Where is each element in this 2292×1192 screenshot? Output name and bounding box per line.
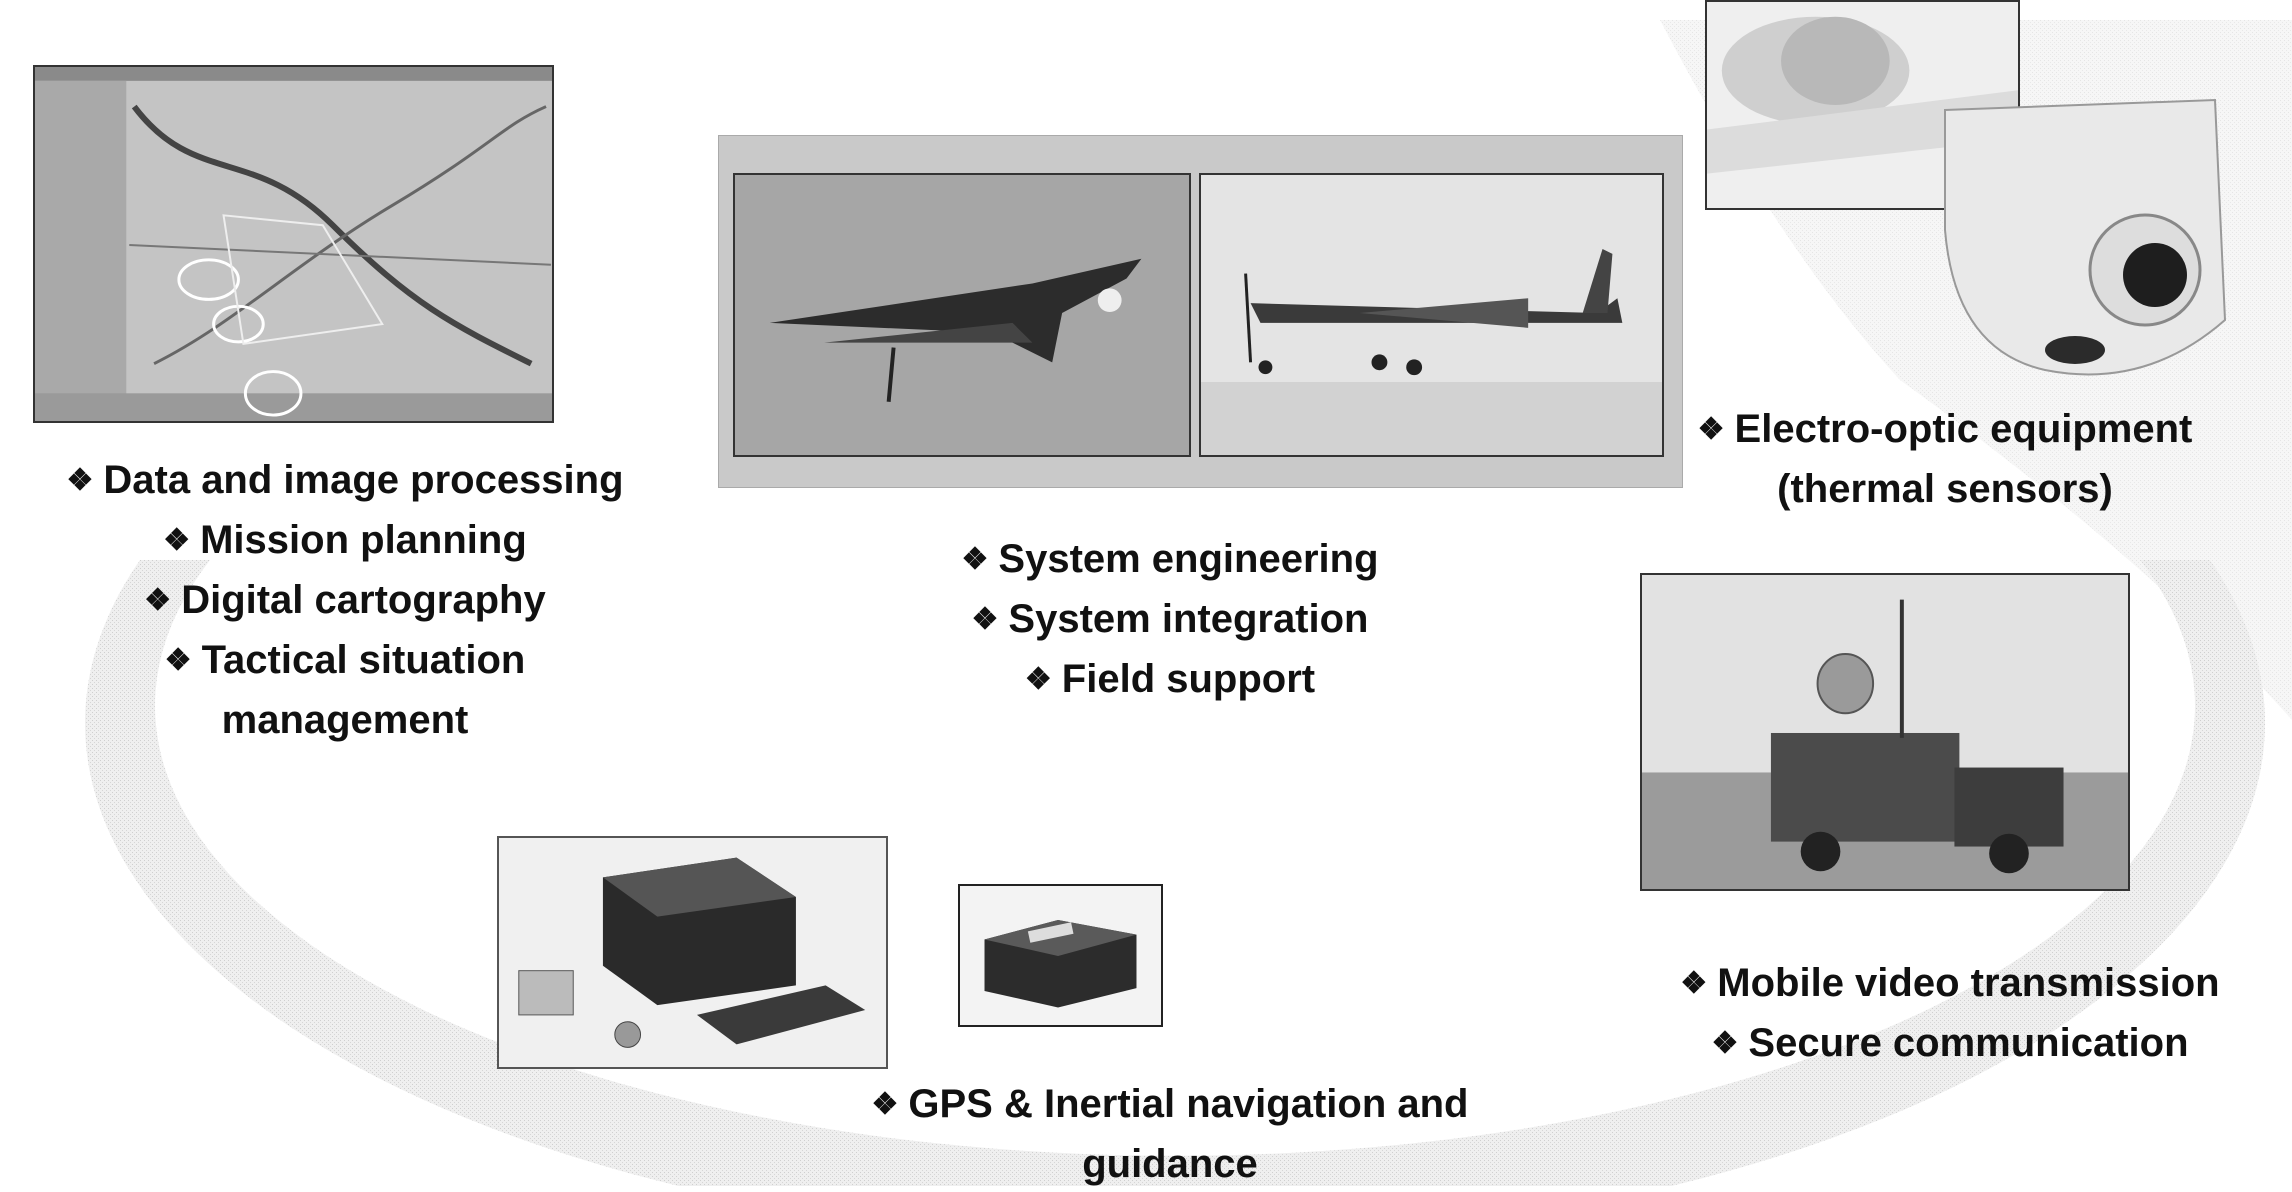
caption-line: ❖Field support [1024, 657, 1316, 701]
caption-line: ❖System engineering [961, 537, 1379, 581]
mobile-caption: ❖Mobile video transmission ❖Secure commu… [1640, 955, 2260, 1075]
caption-line: ❖Tactical situation [164, 638, 526, 682]
navigation-units-image [497, 836, 888, 1069]
engineering-caption: ❖System engineering ❖System integration … [860, 531, 1480, 711]
bullet-icon: ❖ [961, 543, 989, 576]
bullet-icon: ❖ [1680, 967, 1708, 1000]
electro-optic-turret-image [1705, 0, 2020, 210]
bullet-icon: ❖ [164, 644, 192, 677]
processing-caption: ❖Data and image processing ❖Mission plan… [40, 452, 650, 748]
mobile-truck-image [1640, 573, 2130, 891]
map-screen-image [33, 65, 554, 423]
delta-wing-uav-image [733, 173, 1191, 457]
caption-line: ❖Mission planning [163, 518, 527, 562]
caption-line: guidance [1082, 1142, 1258, 1186]
caption-line: ❖Data and image processing [66, 458, 624, 502]
bullet-icon: ❖ [1697, 413, 1725, 446]
caption-line: ❖Digital cartography [144, 578, 546, 622]
navigation-box-image [958, 884, 1163, 1027]
caption-line: ❖Mobile video transmission [1680, 961, 2220, 1005]
propeller-uav-image [1199, 173, 1664, 457]
bullet-icon: ❖ [871, 1088, 899, 1121]
bullet-icon: ❖ [971, 603, 999, 636]
bullet-icon: ❖ [1024, 663, 1052, 696]
caption-line: ❖Secure communication [1711, 1021, 2189, 1065]
caption-line: ❖Electro-optic equipment [1697, 407, 2193, 451]
caption-line: (thermal sensors) [1777, 467, 2113, 511]
caption-line: ❖System integration [971, 597, 1369, 641]
uav-photo-panel [718, 135, 1683, 488]
bullet-icon: ❖ [66, 464, 94, 497]
bullet-icon: ❖ [1711, 1027, 1739, 1060]
bullet-icon: ❖ [163, 524, 191, 557]
caption-line: ❖GPS & Inertial navigation and [871, 1082, 1469, 1126]
turret-dome-image [1925, 70, 2235, 390]
bullet-icon: ❖ [144, 584, 172, 617]
navigation-caption: ❖GPS & Inertial navigation and guidance [820, 1076, 1520, 1192]
caption-line: management [221, 698, 469, 742]
electro-optic-caption: ❖Electro-optic equipment (thermal sensor… [1670, 401, 2220, 517]
